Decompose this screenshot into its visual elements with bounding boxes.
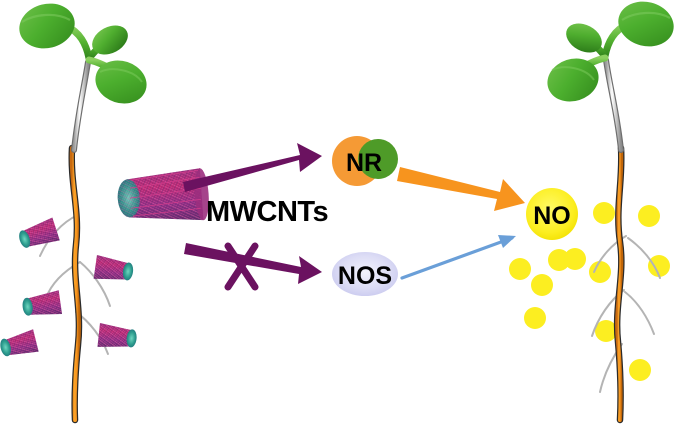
- nanotube-cone: [93, 255, 134, 281]
- no-molecule-dots: [509, 202, 670, 381]
- hypocotyl-right: [603, 57, 624, 153]
- primary-root-right: [613, 144, 625, 424]
- nanotube-cone: [19, 217, 60, 248]
- arrow-nos-to-no: [400, 235, 516, 280]
- arrow-nr-to-no: [397, 167, 525, 211]
- no-dot: [629, 359, 651, 381]
- mwcnt-treated-seedling: [547, 1, 674, 424]
- nanotube-cone: [22, 290, 63, 316]
- no-dot: [638, 205, 660, 227]
- blocked-pathway-x-icon: [224, 242, 259, 291]
- primary-root-left: [68, 144, 83, 424]
- no-dot: [648, 255, 670, 277]
- no-dot: [564, 248, 586, 270]
- mwcnts-label: MWCNTs: [206, 196, 328, 228]
- nos-label: NOS: [338, 262, 392, 290]
- untreated-seedling: [19, 3, 147, 424]
- arrow-mwcnts-to-nr: [183, 143, 322, 192]
- no-label: NO: [533, 202, 571, 230]
- nos-enzyme-node: NOS: [332, 252, 398, 296]
- no-dot: [593, 202, 615, 224]
- mwcnt-bundle: [117, 168, 209, 221]
- nanotube-cone: [97, 323, 137, 348]
- hypocotyl-left: [71, 59, 91, 153]
- scattered-nanotubes: [0, 217, 137, 357]
- nr-enzyme-node: NR: [332, 136, 398, 186]
- no-dot: [548, 249, 570, 271]
- leaves-left: [19, 3, 147, 104]
- no-dot: [595, 320, 617, 342]
- no-dot: [524, 307, 546, 329]
- no-product-node: NO: [526, 188, 578, 240]
- nanotube-cone: [0, 329, 39, 357]
- arrow-mwcnts-to-nos: [184, 243, 322, 284]
- no-dot: [509, 258, 531, 280]
- nr-label: NR: [346, 149, 382, 177]
- no-dot: [531, 274, 553, 296]
- leaves-right: [547, 1, 674, 102]
- no-dot: [589, 261, 611, 283]
